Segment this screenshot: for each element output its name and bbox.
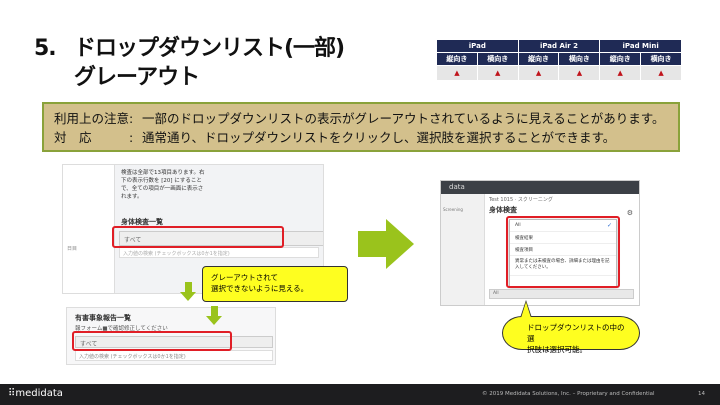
callout-tail-fill bbox=[521, 302, 531, 318]
side-label: 日目 bbox=[67, 246, 78, 252]
form-title: 身体検査 bbox=[489, 206, 517, 214]
highlight-box bbox=[72, 331, 232, 351]
usage-note: 利用上の注意: 一部のドロップダウンリストの表示がグレーアウトされているように見え… bbox=[42, 102, 680, 152]
warning-triangle-icon: ▲ bbox=[436, 65, 478, 81]
highlight-box bbox=[506, 216, 620, 288]
note-label-response: 対 応 : bbox=[54, 130, 134, 145]
screenshot-adverse-event: 有害事象報告一覧 報フォーム■で確認修正してください すべて 入力値の検索 (チ… bbox=[66, 307, 276, 365]
warning-triangle-icon: ▲ bbox=[558, 65, 601, 81]
copyright-text: © 2019 Medidata Solutions, Inc. – Propri… bbox=[482, 391, 655, 397]
search-input[interactable]: 入力値の検索 (チェックボックスは0か1を指定) bbox=[119, 247, 319, 258]
left-panel bbox=[63, 165, 115, 293]
form-header: Test 1015 · スクリーニング bbox=[489, 197, 553, 203]
sub-text: 報フォーム■で確認修正してください bbox=[75, 326, 168, 332]
dropdown-option[interactable]: 検査結果 bbox=[510, 232, 616, 244]
section-label: 有害事象報告一覧 bbox=[75, 314, 131, 322]
device-header: iPad Air 2 bbox=[517, 39, 601, 53]
orientation-header: 縦向き bbox=[517, 52, 560, 66]
left-menu: Screening bbox=[441, 194, 485, 305]
filter-dropdown[interactable]: すべて bbox=[75, 336, 273, 348]
warning-triangle-icon: ▲ bbox=[599, 65, 642, 81]
warning-triangle-icon: ▲ bbox=[640, 65, 682, 81]
orientation-header: 縦向き bbox=[436, 52, 478, 66]
orientation-header: 横向き bbox=[476, 52, 519, 66]
screenshot-dropdown-open: data Screening Test 1015 · スクリーニング 身体検査 … bbox=[440, 180, 640, 306]
note-text-caution: 一部のドロップダウンリストの表示がグレーアウトされているように見えることがありま… bbox=[142, 111, 665, 126]
note-text-response: 通常通り、ドロップダウンリストをクリックし、選択肢を選択することができます。 bbox=[142, 130, 616, 145]
filter-dropdown[interactable]: すべて bbox=[119, 231, 323, 246]
orientation-header: 横向き bbox=[558, 52, 601, 66]
footer-bar: ⠿medidata © 2019 Medidata Solutions, Inc… bbox=[0, 384, 720, 405]
filter-dropdown[interactable]: All bbox=[489, 289, 634, 299]
slide-title: 5. ドロップダウンリスト(一部) グレーアウト bbox=[34, 34, 345, 92]
device-header: iPad bbox=[436, 39, 519, 53]
orientation-header: 横向き bbox=[640, 52, 682, 66]
orientation-header: 縦向き bbox=[599, 52, 642, 66]
warning-triangle-icon: ▲ bbox=[517, 65, 560, 81]
app-logo: data bbox=[449, 183, 465, 191]
dropdown-option[interactable]: All✓ bbox=[510, 220, 616, 232]
warning-triangle-icon: ▲ bbox=[476, 65, 519, 81]
help-text: 検査は全部で13項目あります。右 下の表示行数を [20] にすること で、全て… bbox=[121, 170, 205, 200]
title-line2: グレーアウト bbox=[74, 65, 200, 90]
check-icon: ✓ bbox=[606, 222, 612, 229]
app-header-bar: data bbox=[441, 181, 639, 194]
gear-icon[interactable]: ⚙ bbox=[626, 209, 633, 217]
highlight-box bbox=[112, 226, 284, 248]
callout-selectable: ドロップダウンリストの中の選 択肢は選択可能。 bbox=[502, 316, 640, 354]
dropdown-option[interactable]: 異常または未検査の場合、詳細または理由を記入してください。 bbox=[510, 256, 616, 276]
callout-greyout: グレーアウトされて 選択できないように見える。 bbox=[202, 266, 348, 302]
brand-logo: ⠿medidata bbox=[8, 388, 63, 399]
search-input[interactable]: 入力値の検索 (チェックボックスは0か1を指定) bbox=[75, 350, 273, 361]
page-number: 14 bbox=[698, 391, 705, 397]
screenshot-physical-exam: 日目 検査は全部で13項目あります。右 下の表示行数を [20] にすること で… bbox=[62, 164, 324, 294]
section-label: 身体検査一覧 bbox=[121, 218, 163, 226]
title-line1: ドロップダウンリスト(一部) bbox=[74, 36, 345, 61]
compatibility-table: iPad iPad Air 2 iPad Mini 縦向き 横向き 縦向き 横向… bbox=[436, 39, 682, 81]
slide-number: 5. bbox=[34, 36, 57, 61]
note-label-caution: 利用上の注意: bbox=[54, 111, 134, 126]
device-header: iPad Mini bbox=[599, 39, 682, 53]
dropdown-options-list: All✓ 検査結果 検査項目 異常または未検査の場合、詳細または理由を記入してく… bbox=[509, 219, 617, 287]
dropdown-option[interactable]: 検査項目 bbox=[510, 244, 616, 256]
